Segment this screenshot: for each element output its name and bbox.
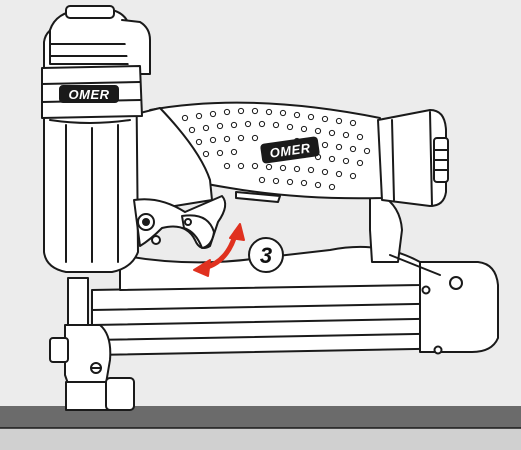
nose-clamp [49,337,69,363]
handle-logo-badge: OMER [260,136,320,164]
handle-end-cap [377,109,447,207]
head-brand-label: OMER [69,87,110,102]
end-cap-screw [449,276,463,290]
step-number-label: 3 [260,243,272,268]
safety-lever [235,191,281,203]
magazine-end-cap [419,261,499,353]
tool-neck [119,107,213,211]
head-logo-badge: OMER [59,85,119,103]
work-surface-front [0,428,521,450]
nailer-tool: OMER [41,5,499,411]
curved-double-arrow-icon [193,223,245,277]
work-surface-top [0,406,521,428]
handle-brand-label: OMER [269,140,312,161]
step-number-badge: 3 [248,237,284,273]
